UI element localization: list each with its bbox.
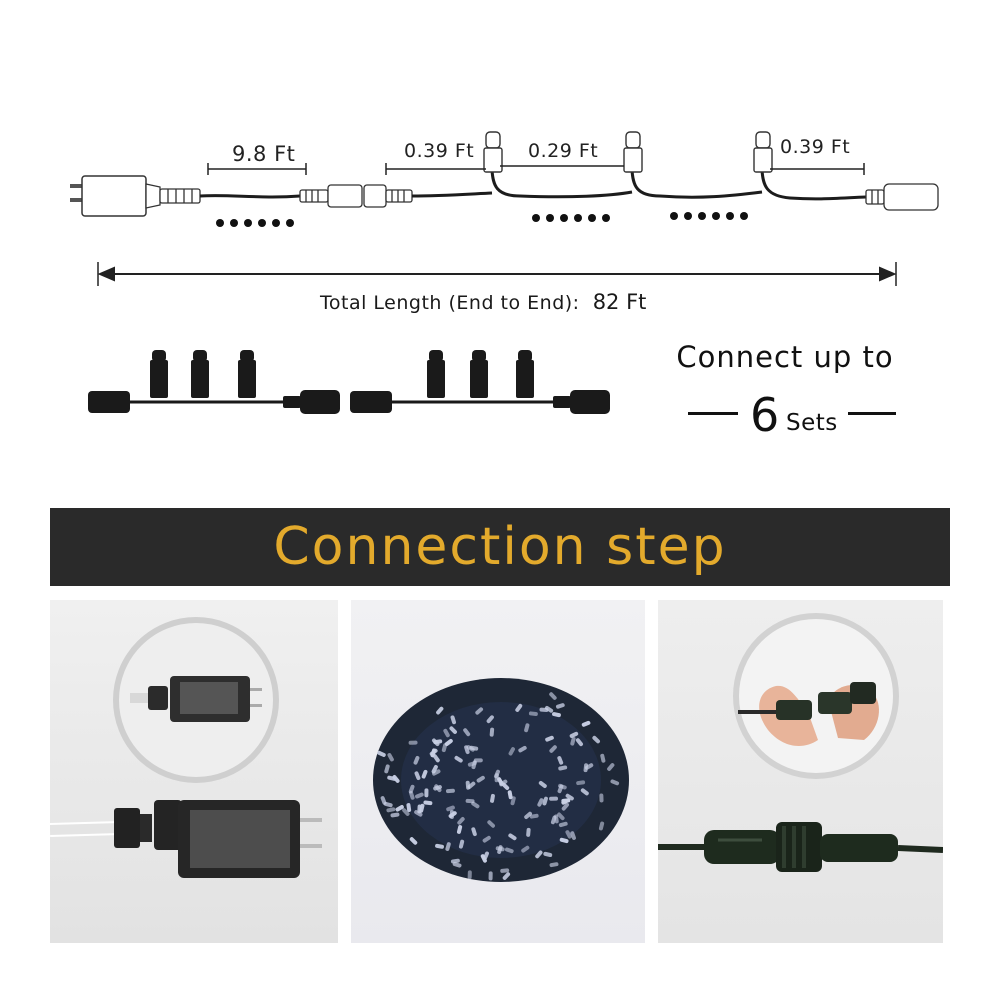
banner-title: Connection step (273, 517, 727, 577)
total-length-label: Total Length (End to End): (320, 292, 580, 314)
dash-left (688, 412, 738, 415)
lead-connector-icon (159, 188, 201, 204)
sets-unit: Sets (786, 410, 838, 436)
total-length-value: 82 Ft (592, 290, 647, 314)
spacing-label: 0.29 Ft (528, 140, 599, 162)
bulb-icon (470, 350, 488, 398)
ellipsis-dots (216, 212, 748, 227)
step-photo-adapter (49, 600, 338, 943)
connector-photo (658, 613, 944, 872)
end-connector-icon (865, 183, 939, 211)
total-length: Total Length (End to End): 82 Ft (320, 290, 646, 314)
bulb-icon (150, 350, 168, 398)
last-gap-label: 0.39 Ft (780, 136, 851, 158)
adapter-photo (49, 617, 322, 878)
first-gap-label: 0.39 Ft (404, 140, 475, 162)
sets-count: 6 Sets (680, 388, 910, 448)
bulb-icon (623, 131, 643, 173)
male-plug-icon (350, 391, 392, 413)
string-sets-diagram (88, 350, 610, 414)
light-coil-photo (373, 678, 629, 882)
step-photo-light-string (351, 600, 645, 943)
male-plug-icon (88, 391, 130, 413)
plug-adapter-icon (70, 175, 161, 217)
bulb-icon (427, 350, 445, 398)
bulb-icon (191, 350, 209, 398)
mid-connector-icon (299, 184, 413, 208)
wire-layout-diagram (70, 131, 939, 286)
total-length-arrow (97, 262, 897, 286)
bulb-icon (753, 131, 773, 173)
female-socket-icon (283, 390, 340, 414)
dash-right (848, 412, 896, 415)
dimension-markers (207, 163, 865, 175)
bulb-icon (516, 350, 534, 398)
bulb-icon (238, 350, 256, 398)
bulb-icon (483, 131, 503, 173)
string-set-2 (350, 350, 610, 414)
string-set-1 (88, 350, 340, 414)
sets-number: 6 (750, 388, 780, 442)
female-socket-icon (553, 390, 610, 414)
lead-length-label: 9.8 Ft (232, 142, 296, 166)
connect-title: Connect up to (676, 340, 894, 374)
connection-step-banner: Connection step (50, 508, 950, 586)
step-photo-connector (658, 600, 944, 943)
